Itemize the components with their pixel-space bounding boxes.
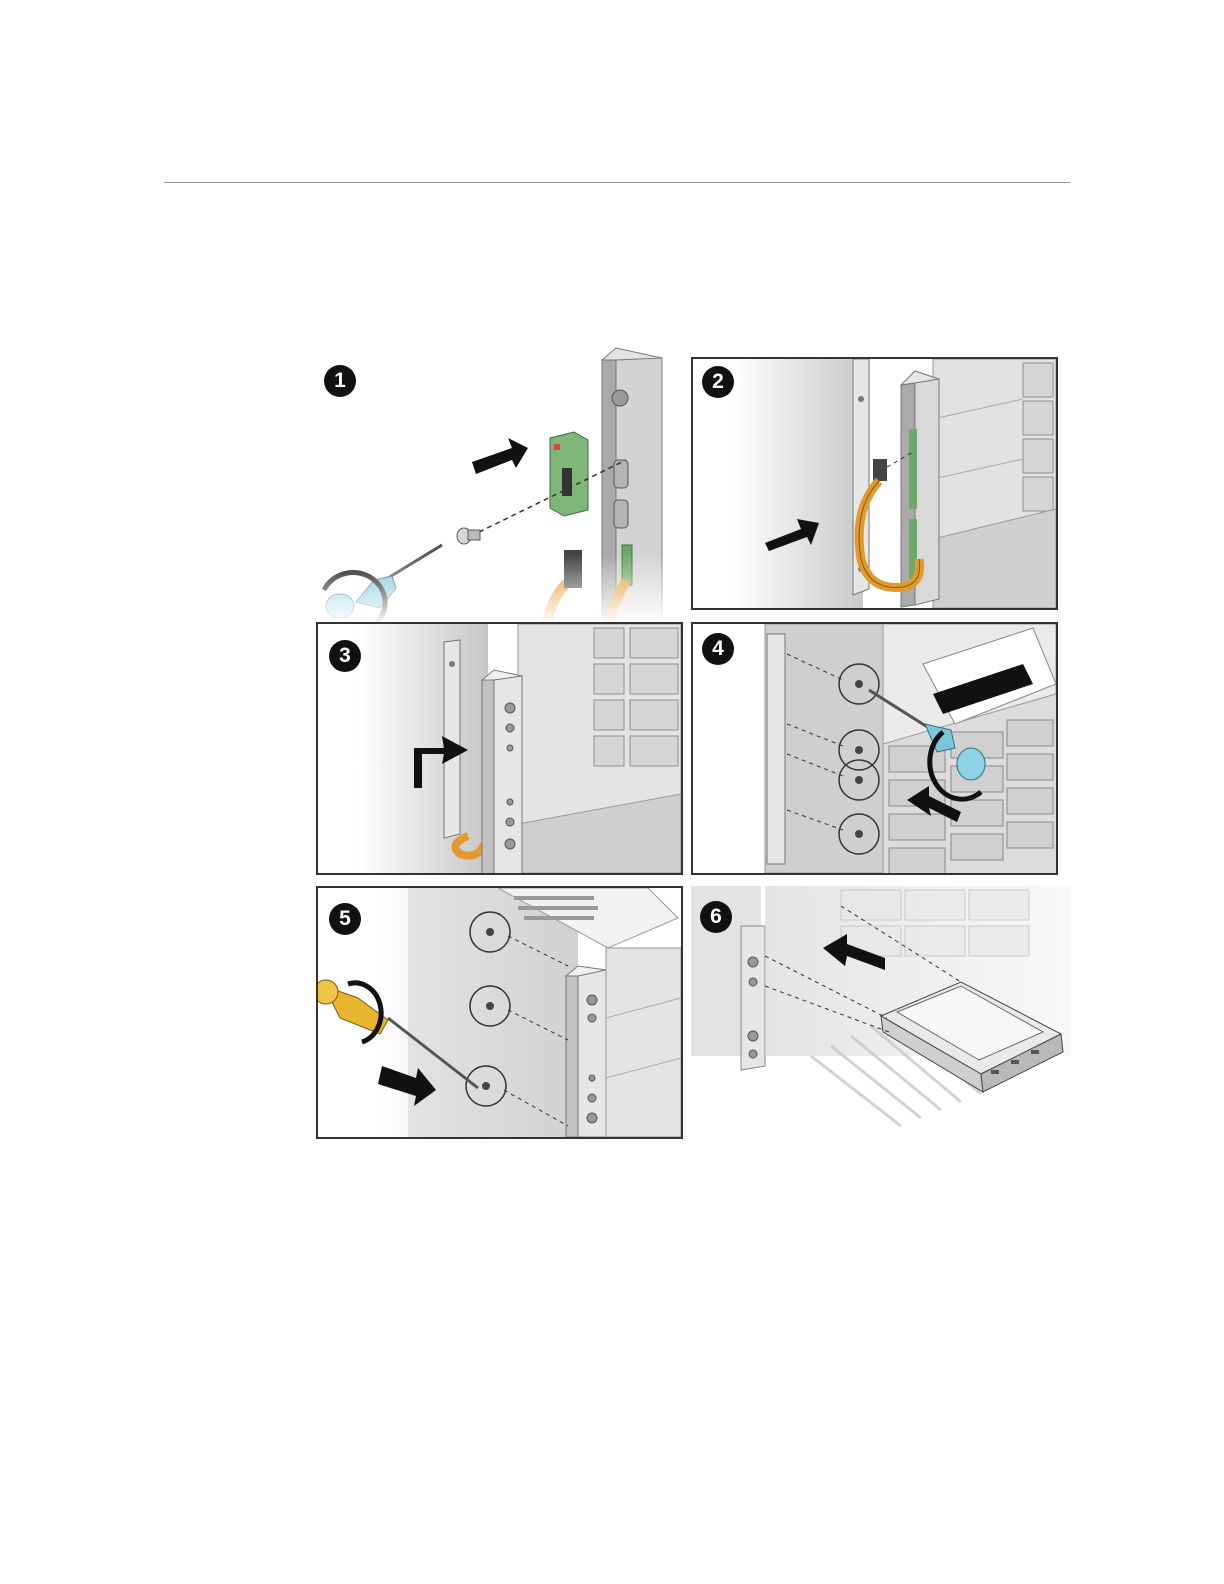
- step-1-illustration: [316, 340, 682, 625]
- step-1-callout: 1: [324, 365, 356, 397]
- step-6-panel: 6: [691, 886, 1071, 1139]
- step-2-illustration: [693, 359, 1056, 608]
- step-2-callout: 2: [702, 366, 734, 398]
- step-3-callout: 3: [329, 640, 361, 672]
- step-5-callout: 5: [329, 903, 361, 935]
- step-4-illustration: [693, 624, 1056, 873]
- step-6-illustration: [691, 886, 1071, 1139]
- step-6-callout: 6: [700, 901, 732, 933]
- step-3-panel: 3: [316, 622, 683, 875]
- connector-icon: [873, 459, 887, 481]
- step-3-illustration: [318, 624, 681, 873]
- step-4-callout: 4: [702, 633, 734, 665]
- header-rule: [164, 182, 1070, 183]
- step-5-panel: 5: [316, 886, 683, 1139]
- step-2-panel: 2: [691, 357, 1058, 610]
- step-4-panel: 4: [691, 622, 1058, 875]
- step-1-panel: 1: [316, 340, 682, 625]
- step-5-illustration: [318, 888, 681, 1137]
